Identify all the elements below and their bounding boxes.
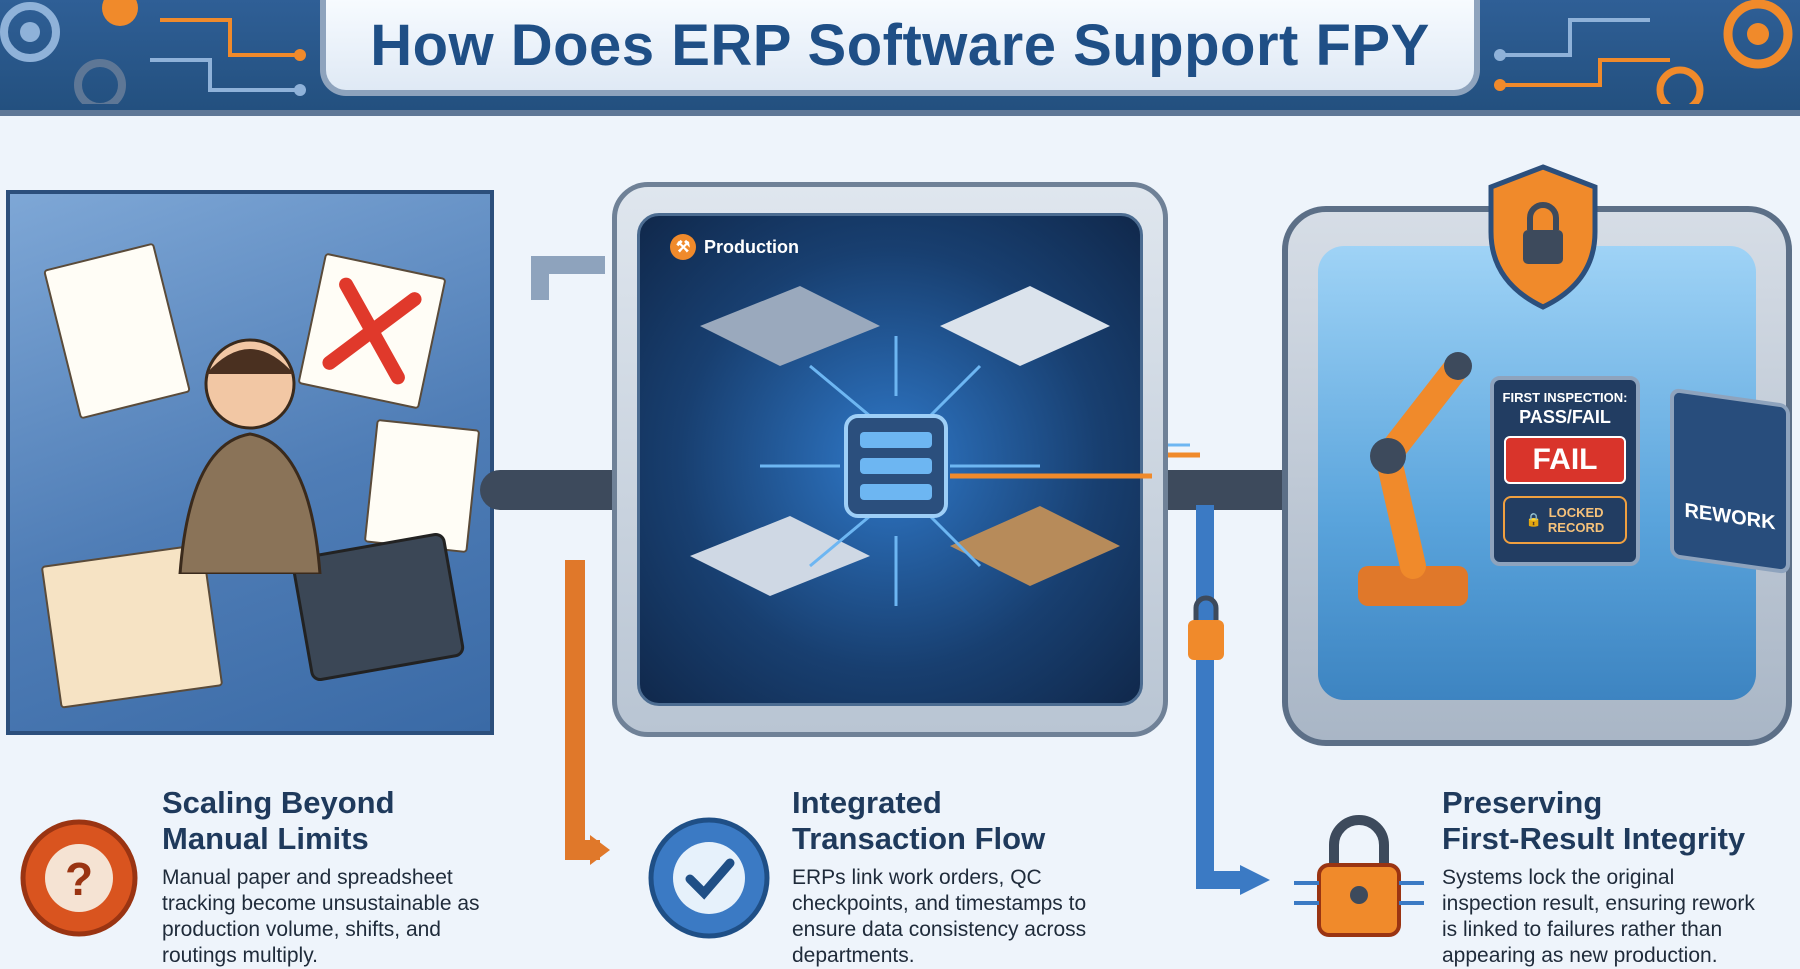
section-transaction-flow: Integrated Transaction Flow ERPs link wo… xyxy=(630,785,1170,967)
rework-text: REWORK xyxy=(1684,499,1776,535)
section-title-line2: Transaction Flow xyxy=(792,821,1046,856)
lock-icon: 🔒 xyxy=(1525,512,1542,527)
rework-sign: REWORK xyxy=(1670,387,1790,575)
manual-chaos-illustration xyxy=(6,190,494,735)
locked-record-badge: 🔒 LOCKED RECORD xyxy=(1503,496,1627,544)
lab-station-tile xyxy=(940,286,1110,366)
red-x-icon xyxy=(322,277,422,385)
circuit-decoration-right-icon xyxy=(1494,0,1793,104)
inspection-heading-2: PASS/FAIL xyxy=(1519,407,1611,427)
paper-form xyxy=(363,418,481,554)
section-title-line1: Preserving xyxy=(1442,785,1603,820)
wrench-icon: ⚒ xyxy=(670,234,696,260)
inspection-station-panel: FIRST INSPECTION: PASS/FAIL FAIL 🔒 LOCKE… xyxy=(1282,164,1792,746)
section-body: Systems lock the original inspection res… xyxy=(1442,866,1755,967)
locked-text: LOCKED xyxy=(1548,505,1604,520)
title-plate: How Does ERP Software Support FPY xyxy=(320,0,1480,96)
circuit-lock-icon xyxy=(1294,815,1424,937)
section-title-line2: First-Result Integrity xyxy=(1442,821,1746,856)
fail-badge: FAIL xyxy=(1504,436,1626,484)
sync-check-gear-icon xyxy=(648,817,770,939)
robot-arm-icon xyxy=(1358,352,1472,606)
shield-lock-icon xyxy=(1488,164,1598,310)
warehouse-station-tile xyxy=(950,506,1120,586)
pipe-lock-icon xyxy=(1188,620,1224,660)
erp-hub-panel: ⚒ Production xyxy=(612,182,1168,737)
section-title: Scaling Beyond Manual Limits xyxy=(162,785,592,857)
page-title: How Does ERP Software Support FPY xyxy=(370,12,1430,78)
production-label-text: Production xyxy=(704,236,799,257)
circuit-decoration-left-icon xyxy=(0,0,306,104)
stressed-worker-icon xyxy=(178,338,322,574)
office-station-tile xyxy=(690,516,870,596)
section-title-line1: Integrated xyxy=(792,785,942,820)
hub-screen: ⚒ Production xyxy=(637,213,1152,706)
rejected-document xyxy=(297,252,447,410)
section-title: Preserving First-Result Integrity xyxy=(1442,785,1782,857)
robot-station-tile xyxy=(700,286,880,366)
section-manual-limits: ? Scaling Beyond Manual Limits Manual pa… xyxy=(0,785,510,967)
section-body: Manual paper and spreadsheet tracking be… xyxy=(162,866,480,967)
record-text: RECORD xyxy=(1547,520,1605,535)
section-body: ERPs link work orders, QC checkpoints, a… xyxy=(792,866,1087,967)
inspection-heading-1: FIRST INSPECTION: xyxy=(1502,390,1628,405)
section-title-line1: Scaling Beyond xyxy=(162,785,395,820)
inspection-result-display: FIRST INSPECTION: PASS/FAIL FAIL 🔒 LOCKE… xyxy=(1490,376,1640,566)
svg-text:?: ? xyxy=(65,853,93,905)
production-label: ⚒ Production xyxy=(670,234,799,260)
section-first-result-integrity: Preserving First-Result Integrity System… xyxy=(1280,785,1800,967)
section-title-line2: Manual Limits xyxy=(162,821,369,856)
hub-circuit-diagram xyxy=(690,286,1152,606)
section-title: Integrated Transaction Flow xyxy=(792,785,1222,857)
inspection-screen: FIRST INSPECTION: PASS/FAIL FAIL 🔒 LOCKE… xyxy=(1318,246,1790,700)
title-banner: How Does ERP Software Support FPY xyxy=(0,0,1800,116)
question-gear-icon: ? xyxy=(20,819,138,937)
